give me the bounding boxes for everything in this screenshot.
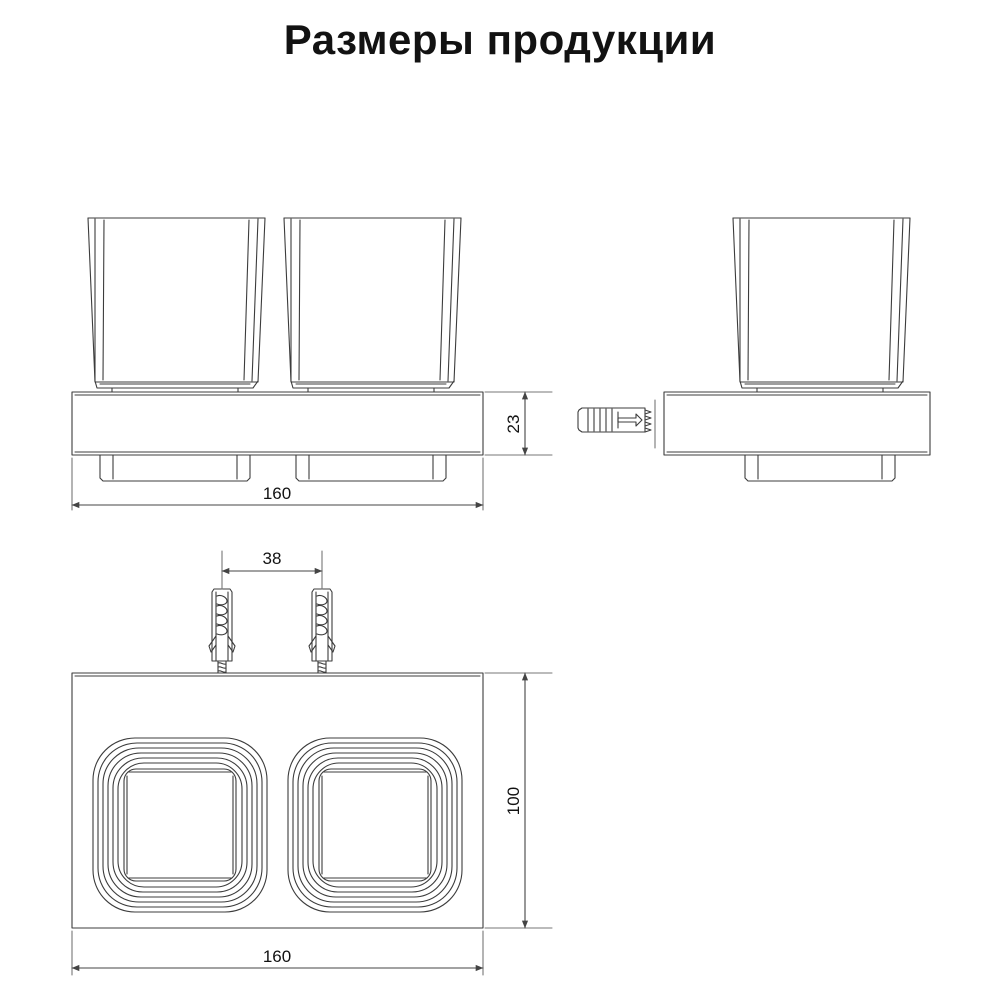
wall-anchor-vertical-right-icon: [308, 565, 336, 674]
holder-ring-right: [295, 454, 447, 482]
holder-ring-left: [99, 454, 251, 482]
dimension-label-top-width: 160: [263, 947, 291, 966]
tumbler-right: [283, 217, 462, 393]
page-title: Размеры продукции: [283, 16, 717, 63]
front-height-extension-lines: [484, 391, 553, 456]
dimension-label-anchor-spacing: 38: [263, 549, 282, 568]
dimension-label-front-height: 23: [504, 415, 523, 434]
front-view: [71, 217, 553, 511]
wall-anchor-horizontal-icon: [577, 399, 656, 449]
tumbler-side: [732, 217, 911, 393]
dimension-label-top-depth: 100: [504, 787, 523, 815]
holder-ring-side: [744, 454, 896, 482]
dimension-labels: 160 23 38 100 160: [263, 415, 523, 966]
mounting-bar-side: [663, 391, 931, 456]
top-view: [71, 550, 553, 976]
tumbler-left: [87, 217, 266, 393]
mounting-bar-front: [71, 391, 484, 456]
tumbler-outline-left: [92, 737, 268, 913]
side-view: [577, 217, 931, 482]
tumbler-outline-right: [287, 737, 463, 913]
wall-anchor-vertical-left-icon: [208, 565, 236, 674]
base-plate-top: [71, 672, 484, 929]
front-width-extension-lines: [71, 457, 484, 511]
dimension-label-front-width: 160: [263, 484, 291, 503]
